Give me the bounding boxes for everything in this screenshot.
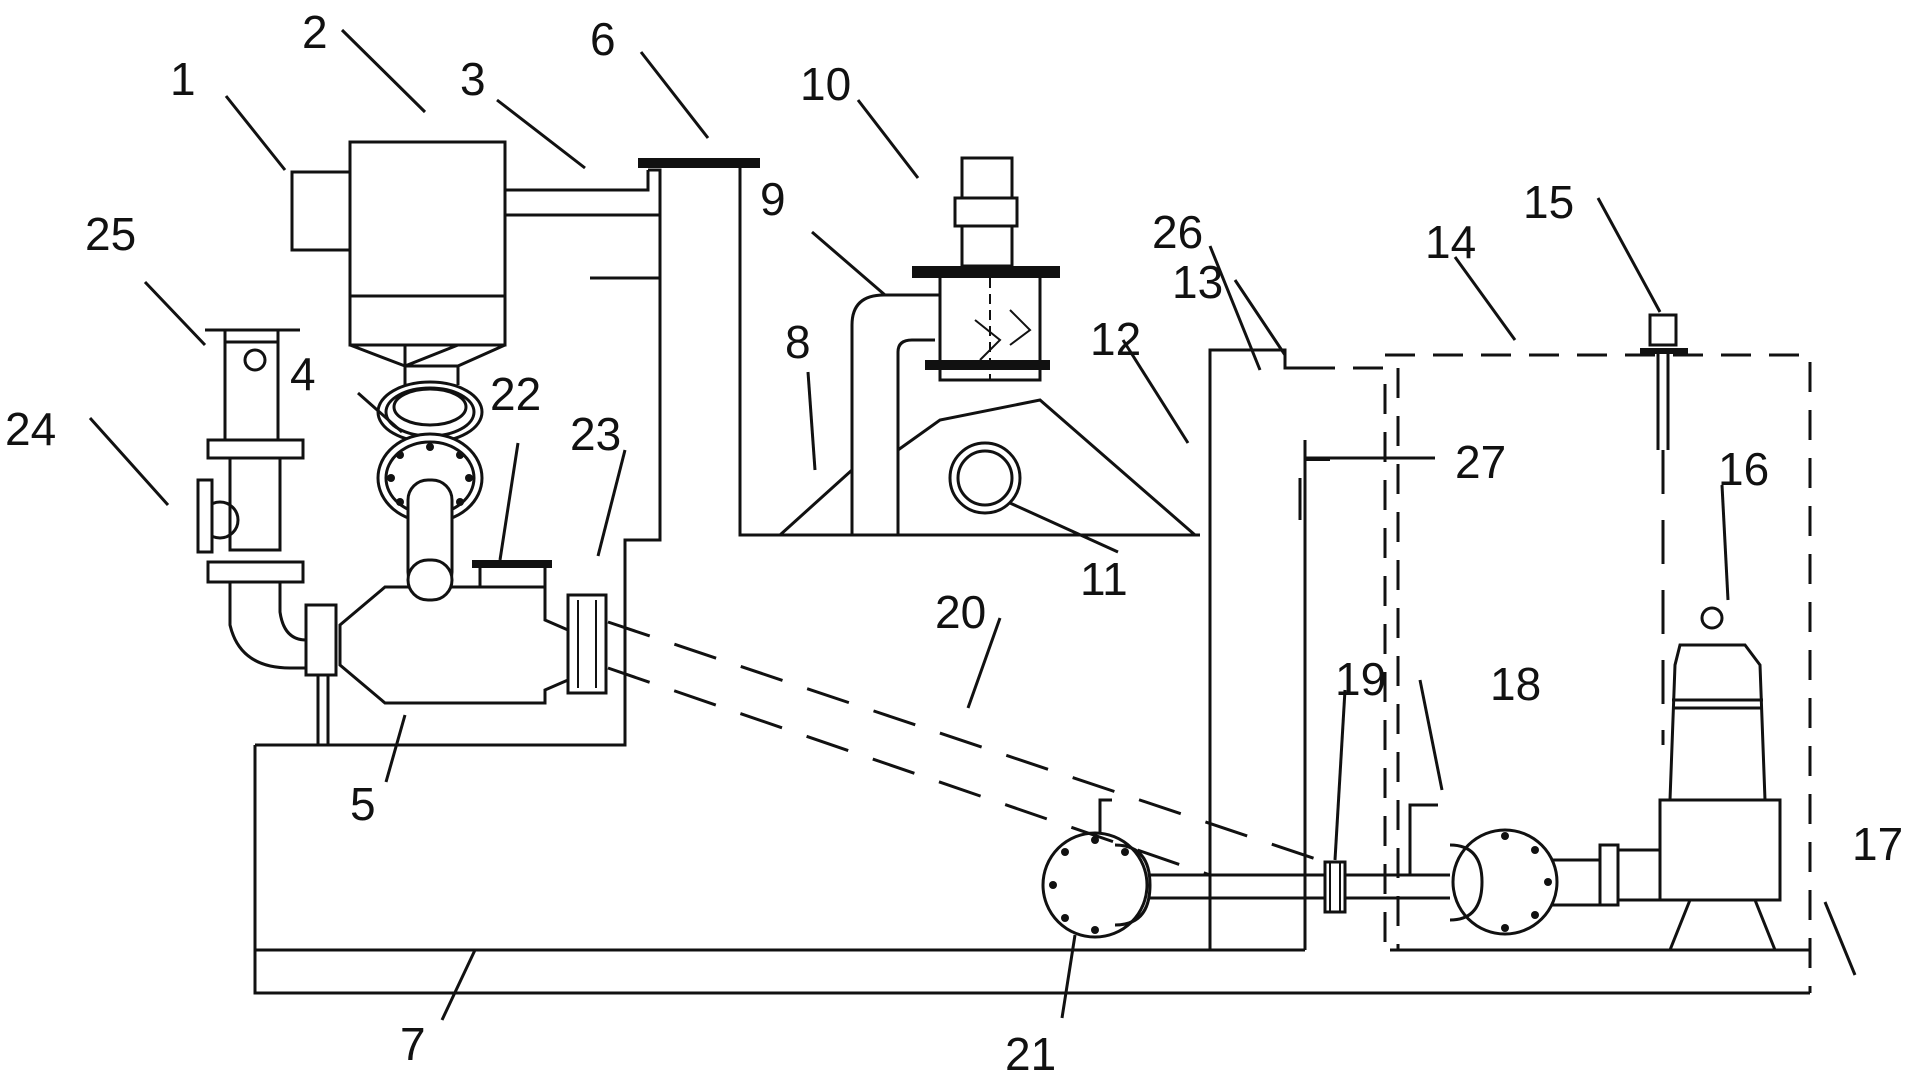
callout-7: 7	[400, 1018, 426, 1070]
callout-17: 17	[1852, 818, 1903, 870]
blower-unit	[290, 140, 662, 385]
callout-25: 25	[85, 208, 136, 260]
level-sensor	[1640, 313, 1688, 745]
callout-24: 24	[5, 403, 56, 455]
flush-line	[638, 158, 1200, 537]
discharge-pipe	[1041, 798, 1600, 939]
dashed-return-pipe	[607, 620, 1326, 877]
valve-assembly	[196, 328, 307, 670]
callout-15: 15	[1523, 176, 1574, 228]
callout-11: 11	[1080, 553, 1128, 605]
callout-21: 21	[1005, 1028, 1056, 1080]
callout-13: 13	[1172, 256, 1223, 308]
callout-16: 16	[1718, 443, 1769, 495]
callout-10: 10	[800, 58, 851, 110]
submersible-pump	[1598, 606, 1782, 952]
callout-4: 4	[290, 348, 316, 400]
callout-22: 22	[490, 368, 541, 420]
agitator-assembly	[778, 156, 1196, 537]
callout-12: 12	[1090, 313, 1141, 365]
callout-2: 2	[302, 6, 328, 58]
callout-8: 8	[785, 316, 811, 368]
callout-23: 23	[570, 408, 621, 460]
callout-9: 9	[760, 173, 786, 225]
callout-5: 5	[350, 778, 376, 830]
leader-lines	[88, 28, 1857, 1021]
base-tank	[253, 276, 1810, 995]
callout-3: 3	[460, 53, 486, 105]
callout-1: 1	[170, 53, 196, 105]
callout-20: 20	[935, 586, 986, 638]
cyclone-body	[348, 140, 507, 298]
callout-6: 6	[590, 13, 616, 65]
callout-18: 18	[1490, 658, 1541, 710]
blower-motor	[290, 170, 352, 252]
callout-19: 19	[1335, 653, 1386, 705]
mixer-body	[304, 558, 608, 745]
callout-26: 26	[1152, 206, 1203, 258]
callout-14: 14	[1425, 216, 1476, 268]
settling-tank	[1208, 348, 1812, 993]
callout-27: 27	[1455, 436, 1506, 488]
flex-joint	[376, 380, 484, 594]
callout-numbers: 1 2 3 4 5 6 7 8 9 10 11 12 13 14 15 16 1…	[5, 6, 1903, 1080]
